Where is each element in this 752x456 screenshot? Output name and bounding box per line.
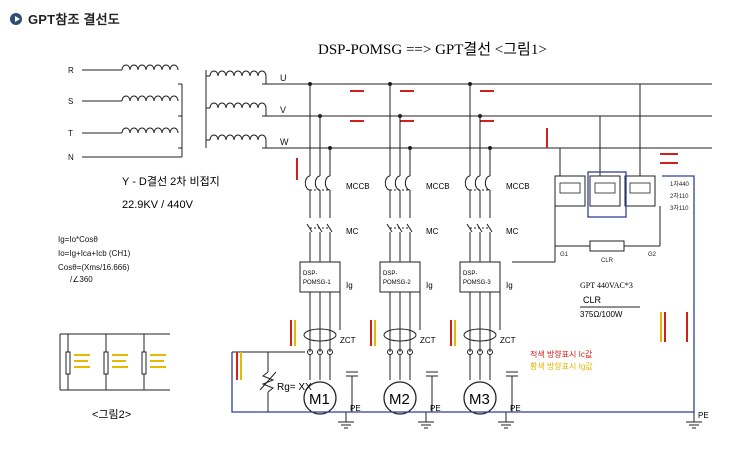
gpt-label: GPT 440VAC*3	[580, 281, 633, 290]
phase-label-n: N	[68, 153, 74, 162]
relay-name-top: DSP-	[303, 271, 317, 277]
diagram-title: DSP-POMSG ==> GPT결선 <그림1>	[318, 41, 547, 58]
bullet-icon	[10, 12, 22, 25]
annotation-red: 적색 방향표시 Ic값	[530, 349, 593, 359]
zct-label: ZCT	[340, 336, 356, 345]
phase-label-s: S	[68, 97, 73, 106]
pe-label: PE	[510, 404, 521, 413]
ig-label: Ig	[506, 281, 513, 290]
figure-2-marks	[74, 354, 166, 368]
pe-label-main: PE	[698, 411, 709, 420]
primary-coils	[121, 64, 179, 134]
relay-name-bottom: POMSG-3	[463, 280, 491, 286]
rg-resistor	[232, 351, 305, 412]
mccb-label: MCCB	[506, 182, 530, 191]
motor-label: M1	[309, 391, 330, 408]
gpt-highlight	[587, 171, 627, 218]
relay-name-bottom: POMSG-1	[303, 280, 331, 286]
motor-1: M1	[303, 381, 337, 415]
relay-name-bottom: POMSG-2	[383, 280, 411, 286]
primary-winding	[82, 69, 183, 158]
mc-label: MC	[426, 227, 439, 236]
phase-label-r: R	[68, 66, 74, 75]
gpt-g1: G1	[560, 252, 569, 258]
formula-2: Io=Ig+Ica+Icb (CH1)	[58, 249, 131, 258]
annotation-yellow: 황색 방향표시 Ig값	[530, 361, 593, 371]
gpt-ratio-2: 2차110	[670, 192, 689, 200]
mc-label: MC	[346, 227, 359, 236]
mccb-label: MCCB	[426, 182, 450, 191]
ground-symbol-main	[686, 421, 702, 429]
motor-3: M3	[463, 381, 497, 415]
formula-4: /∠360	[70, 275, 93, 284]
bus-current-arrows	[296, 90, 678, 180]
gpt-ratio-1: 1차440	[670, 180, 690, 188]
gpt-g2: G2	[648, 252, 657, 258]
motor-label: M3	[469, 391, 490, 408]
transformer-caption-2: 22.9KV / 440V	[122, 199, 194, 211]
zct-label: ZCT	[500, 336, 516, 345]
gpt-block	[512, 84, 661, 263]
pe-label: PE	[430, 404, 441, 413]
transformer-caption-1: Y - D결선 2차 비접지	[122, 175, 220, 188]
bus-label-u: U	[280, 73, 287, 83]
section-title: GPT참조 결선도	[28, 12, 120, 27]
motor-2: M2	[383, 381, 417, 415]
figure-2	[59, 333, 170, 391]
section-header: GPT참조 결선도	[10, 9, 120, 28]
bus-label-w: W	[280, 137, 289, 147]
secondary-coils	[206, 70, 267, 149]
gpt-clr-small: CLR	[601, 258, 614, 264]
relay-name-top: DSP-	[383, 271, 397, 277]
ig-label: Ig	[346, 281, 353, 290]
pe-label: PE	[350, 404, 361, 413]
delta-connection	[205, 70, 270, 149]
zct-label: ZCT	[420, 336, 436, 345]
formula-1: Ig=Io*Cosθ	[58, 235, 98, 244]
clr-value: 375Ω/100W	[580, 310, 623, 319]
relay-name-top: DSP-	[463, 271, 477, 277]
ig-label: Ig	[426, 281, 433, 290]
bus-lines	[270, 83, 712, 149]
gpt-ratio-3: 3차110	[670, 204, 689, 212]
phase-label-t: T	[68, 129, 73, 138]
bus-label-v: V	[280, 105, 286, 115]
figure-2-caption: <그림2>	[92, 408, 131, 421]
rg-label: Rg= XX	[277, 382, 312, 393]
mc-label: MC	[506, 227, 519, 236]
ground-bus	[231, 175, 695, 413]
motor-label: M2	[389, 391, 410, 408]
mccb-label: MCCB	[346, 182, 370, 191]
formula-3: Cosθ=(Xms/16.666)	[58, 263, 130, 272]
side-arrows	[660, 312, 688, 342]
clr-label: CLR	[583, 295, 602, 305]
